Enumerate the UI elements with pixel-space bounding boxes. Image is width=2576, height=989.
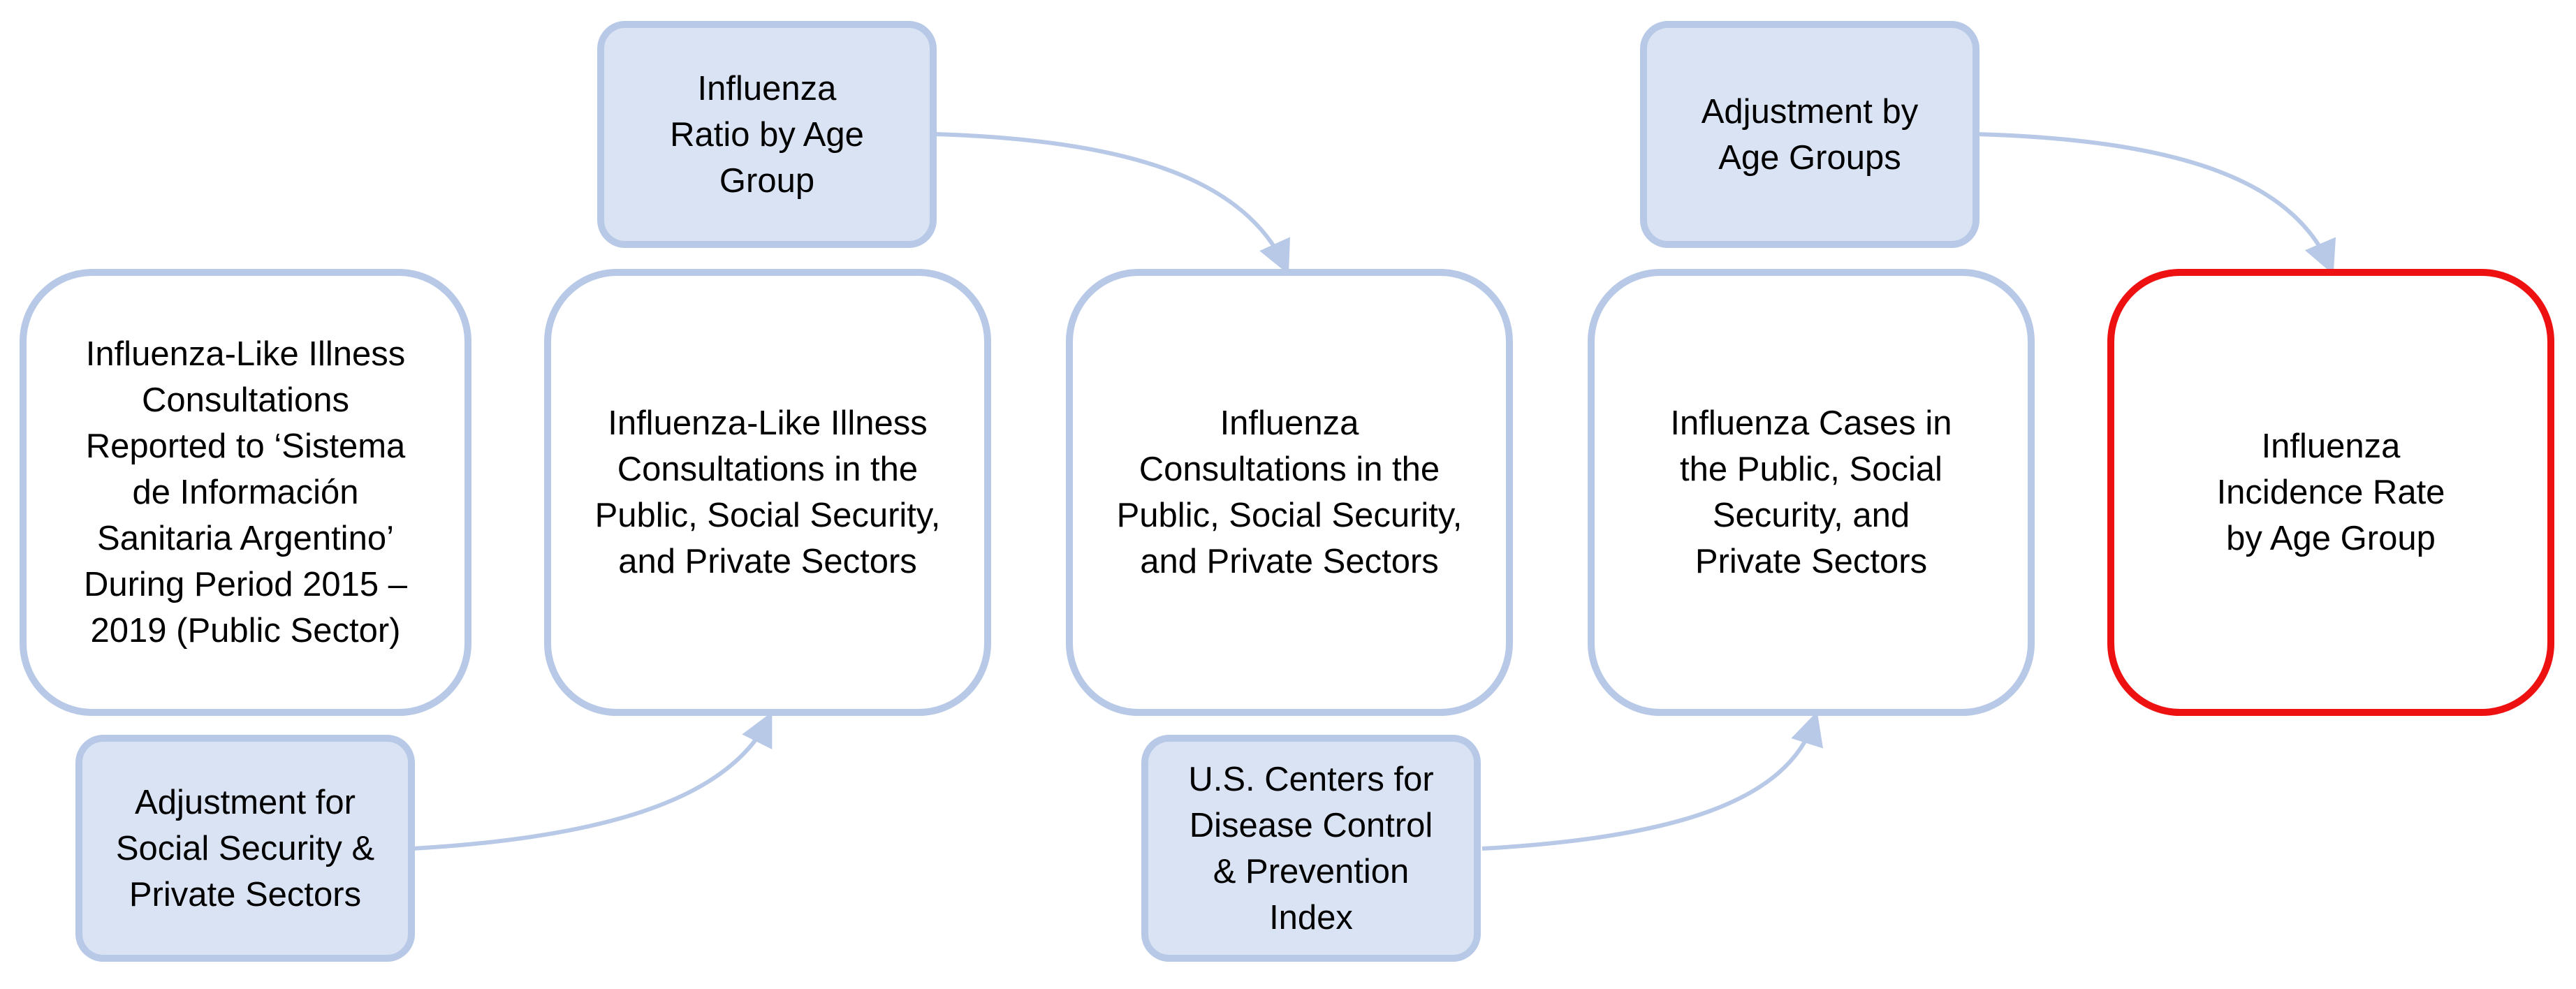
arrow-cdc-to-influenza-cases bbox=[1481, 711, 1823, 851]
arrow-age-adjustment-to-incidence-rate bbox=[1976, 132, 2336, 275]
arrow-adjustment-to-ili-all bbox=[411, 712, 773, 851]
node-cdc-index: U.S. Centers for Disease Control & Preve… bbox=[1141, 735, 1481, 962]
node-incidence-rate: Influenza Incidence Rate by Age Group bbox=[2107, 269, 2554, 716]
node-influenza-consultations: Influenza Consultations in the Public, S… bbox=[1066, 269, 1513, 716]
node-influenza-cases: Influenza Cases in the Public, Social Se… bbox=[1588, 269, 2035, 716]
node-adjustment-social-private: Adjustment for Social Security & Private… bbox=[75, 735, 415, 962]
node-ili-public-sector: Influenza-Like Illness Consultations Rep… bbox=[20, 269, 471, 716]
node-ili-all-sectors: Influenza-Like Illness Consultations in … bbox=[544, 269, 991, 716]
node-ratio-by-age-group: Influenza Ratio by Age Group bbox=[597, 21, 937, 248]
arrow-ratio-to-influenza-consultations bbox=[934, 132, 1290, 274]
node-adjustment-by-age-groups: Adjustment by Age Groups bbox=[1640, 21, 1979, 248]
